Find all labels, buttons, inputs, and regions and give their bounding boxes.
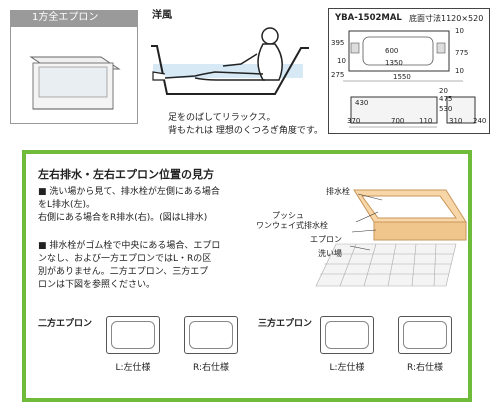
bottom-size: 底面寸法1120×520 [409, 14, 484, 23]
bullet2-line3: 別がありません。二方エプロン、三方エプ [38, 267, 209, 277]
caption-line2: 背もたれは 理想のくつろぎ角度です。 [168, 126, 323, 136]
dim-10-b: 10 [337, 57, 346, 65]
label-wash: 洗い場 [318, 249, 342, 258]
caption-line1: 足をのばしてリラックス。 [168, 113, 276, 123]
panel-title: 左右排水・左右エプロン位置の見方 [38, 168, 214, 181]
reclining-person-illustration [151, 27, 309, 95]
dim-10-c: 10 [455, 67, 464, 75]
spec-drawing-box: YBA-1502MAL 底面寸法1120×520 395 600 1350 10… [328, 8, 490, 134]
model-number: YBA-1502MAL [335, 13, 402, 23]
bullet1-line2: をL排水(左)。 [38, 200, 96, 210]
dim-20: 20 [439, 87, 448, 95]
apron-type-tab: 1方全エプロン [10, 10, 138, 26]
dim-310: 310 [449, 117, 463, 125]
bullet2: ■ 排水栓がゴム栓で中央にある場合、エプロ ンなし、および一方エプロンではL・R… [38, 240, 220, 292]
two-apron-l-caption: L:左仕様 [115, 363, 151, 373]
dim-395: 395 [331, 39, 345, 47]
three-apron-l-caption: L:左仕様 [329, 363, 365, 373]
dim-700: 700 [391, 117, 405, 125]
bullet2-line1: ■ 排水栓がゴム栓で中央にある場合、エプロ [38, 241, 221, 251]
two-apron-label: 二方エプロン [38, 319, 93, 329]
dim-600: 600 [385, 47, 399, 55]
dim-110: 110 [419, 117, 433, 125]
two-apron-l-diagram [106, 316, 160, 354]
three-apron-r-caption: R:右仕様 [406, 363, 443, 373]
dim-370: 370 [347, 117, 361, 125]
dim-1350: 1350 [385, 59, 403, 67]
label-push1: プッシュ [272, 211, 304, 220]
bullet2-line2: ンなし、および一方エプロンではL・Rの区 [38, 254, 212, 264]
tub-illustration [29, 56, 121, 110]
label-apron: エプロン [310, 235, 342, 244]
dim-530: 530 [439, 105, 453, 113]
spec-plan-drawing [343, 30, 476, 128]
dim-775: 775 [455, 49, 469, 57]
bullet1-line3: 右側にある場合をR排水(右)。(図はL排水) [38, 213, 208, 223]
three-apron-label: 三方エプロン [258, 319, 313, 329]
label-drain: 排水栓 [326, 187, 350, 196]
tub-illustration-frame [10, 26, 138, 124]
two-apron-r-caption: R:右仕様 [192, 363, 229, 373]
dim-430: 430 [355, 99, 369, 107]
dim-275: 275 [331, 71, 345, 79]
dim-1550: 1550 [393, 73, 411, 81]
label-push2: ワンウェイ式排水栓 [256, 221, 328, 230]
tub-isometric-diagram [315, 189, 467, 287]
bullet1-line1: ■ 洗い場から見て、排水栓が左側にある場合 [38, 187, 220, 197]
three-apron-r-diagram [398, 316, 452, 354]
style-label: 洋風 [152, 10, 172, 21]
dim-475: 475 [439, 95, 453, 103]
drain-apron-guide-panel: 左右排水・左右エプロン位置の見方 ■ 洗い場から見て、排水栓が左側にある場合 を… [22, 150, 472, 402]
dim-10-a: 10 [455, 27, 464, 35]
two-apron-r-diagram [184, 316, 238, 354]
three-apron-l-diagram [320, 316, 374, 354]
bullet1: ■ 洗い場から見て、排水栓が左側にある場合 をL排水(左)。 右側にある場合をR… [38, 186, 220, 225]
bullet2-line4: ロンは下図を参照ください。 [38, 280, 156, 290]
dim-240: 240 [473, 117, 487, 125]
